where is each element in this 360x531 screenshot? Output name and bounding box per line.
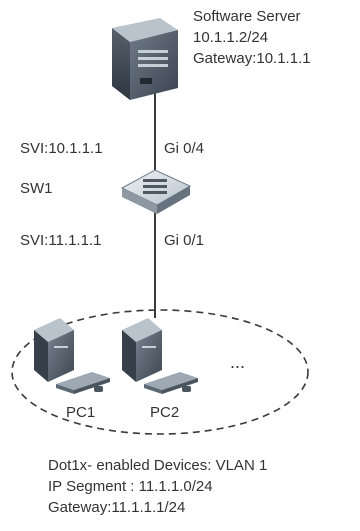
segment-ip: IP Segment : 11.1.1.0/24 (48, 478, 213, 495)
pc2-icon (122, 318, 198, 394)
lower-port-label: Gi 0/1 (164, 232, 205, 249)
server-label-block: Software Server 10.1.1.2/24 Gateway:10.1… (193, 6, 311, 69)
segment-gateway: Gateway:11.1.1.1/24 (48, 499, 186, 516)
pc1-label: PC1 (66, 404, 96, 421)
more-devices-label: ... (230, 352, 246, 372)
lower-svi-label: SVI:11.1.1.1 (20, 232, 102, 249)
server-ip: 10.1.1.2/24 (193, 29, 269, 46)
switch-name-label: SW1 (20, 180, 53, 197)
segment-devices: Dot1x- enabled Devices: VLAN 1 (48, 457, 268, 474)
server-gateway: Gateway:10.1.1.1 (193, 50, 311, 67)
server-icon (112, 18, 178, 100)
pc1-icon (34, 318, 110, 394)
upper-svi-label: SVI:10.1.1.1 (20, 140, 103, 157)
pc2-label: PC2 (150, 404, 180, 421)
server-name: Software Server (193, 8, 301, 25)
upper-port-label: Gi 0/4 (164, 140, 205, 157)
client-group-boundary (11, 309, 309, 435)
segment-label-block: Dot1x- enabled Devices: VLAN 1 IP Segmen… (48, 455, 267, 518)
switch-icon (120, 169, 192, 214)
